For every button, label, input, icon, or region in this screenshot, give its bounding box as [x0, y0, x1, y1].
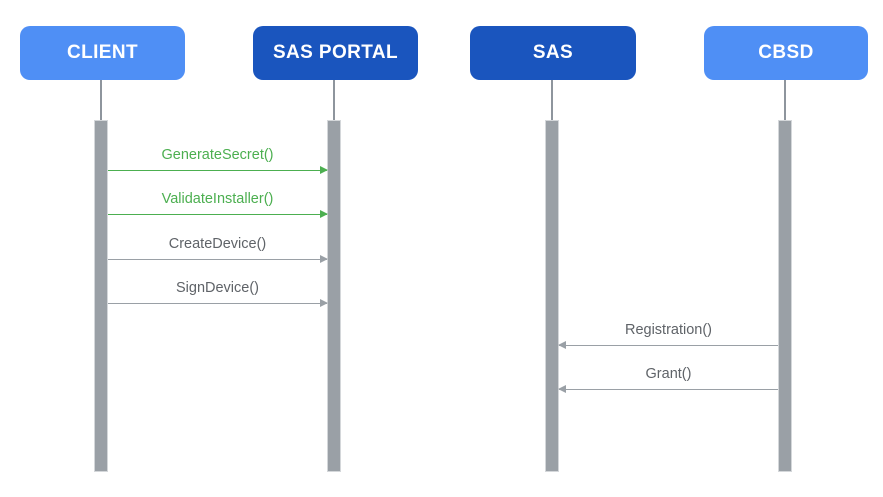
activation-bar-sas [545, 120, 559, 472]
message-label-sign-device: SignDevice() [176, 279, 259, 296]
arrowhead-left-icon-registration [558, 341, 566, 349]
message-line-create-device [108, 259, 327, 260]
lifeline-sas [551, 80, 553, 120]
message-line-registration [559, 345, 778, 346]
message-line-validate-installer [108, 214, 327, 215]
activation-bar-sas-portal [327, 120, 341, 472]
message-label-registration: Registration() [624, 321, 713, 338]
arrowhead-left-icon-grant [558, 385, 566, 393]
message-label-grant: Grant() [645, 365, 692, 382]
participant-label-sas-portal: SAS PORTAL [272, 42, 399, 63]
participant-box-cbsd[interactable]: CBSD [704, 26, 868, 80]
message-label-create-device: CreateDevice() [168, 235, 267, 252]
activation-bar-client [94, 120, 108, 472]
message-label-validate-installer: ValidateInstaller() [161, 190, 274, 207]
arrowhead-right-icon-create-device [320, 255, 328, 263]
arrowhead-right-icon-validate-installer [320, 210, 328, 218]
message-label-generate-secret: GenerateSecret() [161, 146, 274, 163]
message-line-sign-device [108, 303, 327, 304]
arrowhead-right-icon-sign-device [320, 299, 328, 307]
participant-box-sas[interactable]: SAS [470, 26, 636, 80]
lifeline-sas-portal [333, 80, 335, 120]
message-line-generate-secret [108, 170, 327, 171]
participant-label-cbsd: CBSD [758, 42, 814, 63]
arrowhead-right-icon-generate-secret [320, 166, 328, 174]
activation-bar-cbsd [778, 120, 792, 472]
lifeline-cbsd [784, 80, 786, 120]
participant-box-client[interactable]: CLIENT [20, 26, 185, 80]
message-line-grant [559, 389, 778, 390]
participant-box-sas-portal[interactable]: SAS PORTAL [253, 26, 418, 80]
participant-label-client: CLIENT [66, 42, 138, 63]
participant-label-sas: SAS [532, 42, 574, 63]
lifeline-client [100, 80, 102, 120]
